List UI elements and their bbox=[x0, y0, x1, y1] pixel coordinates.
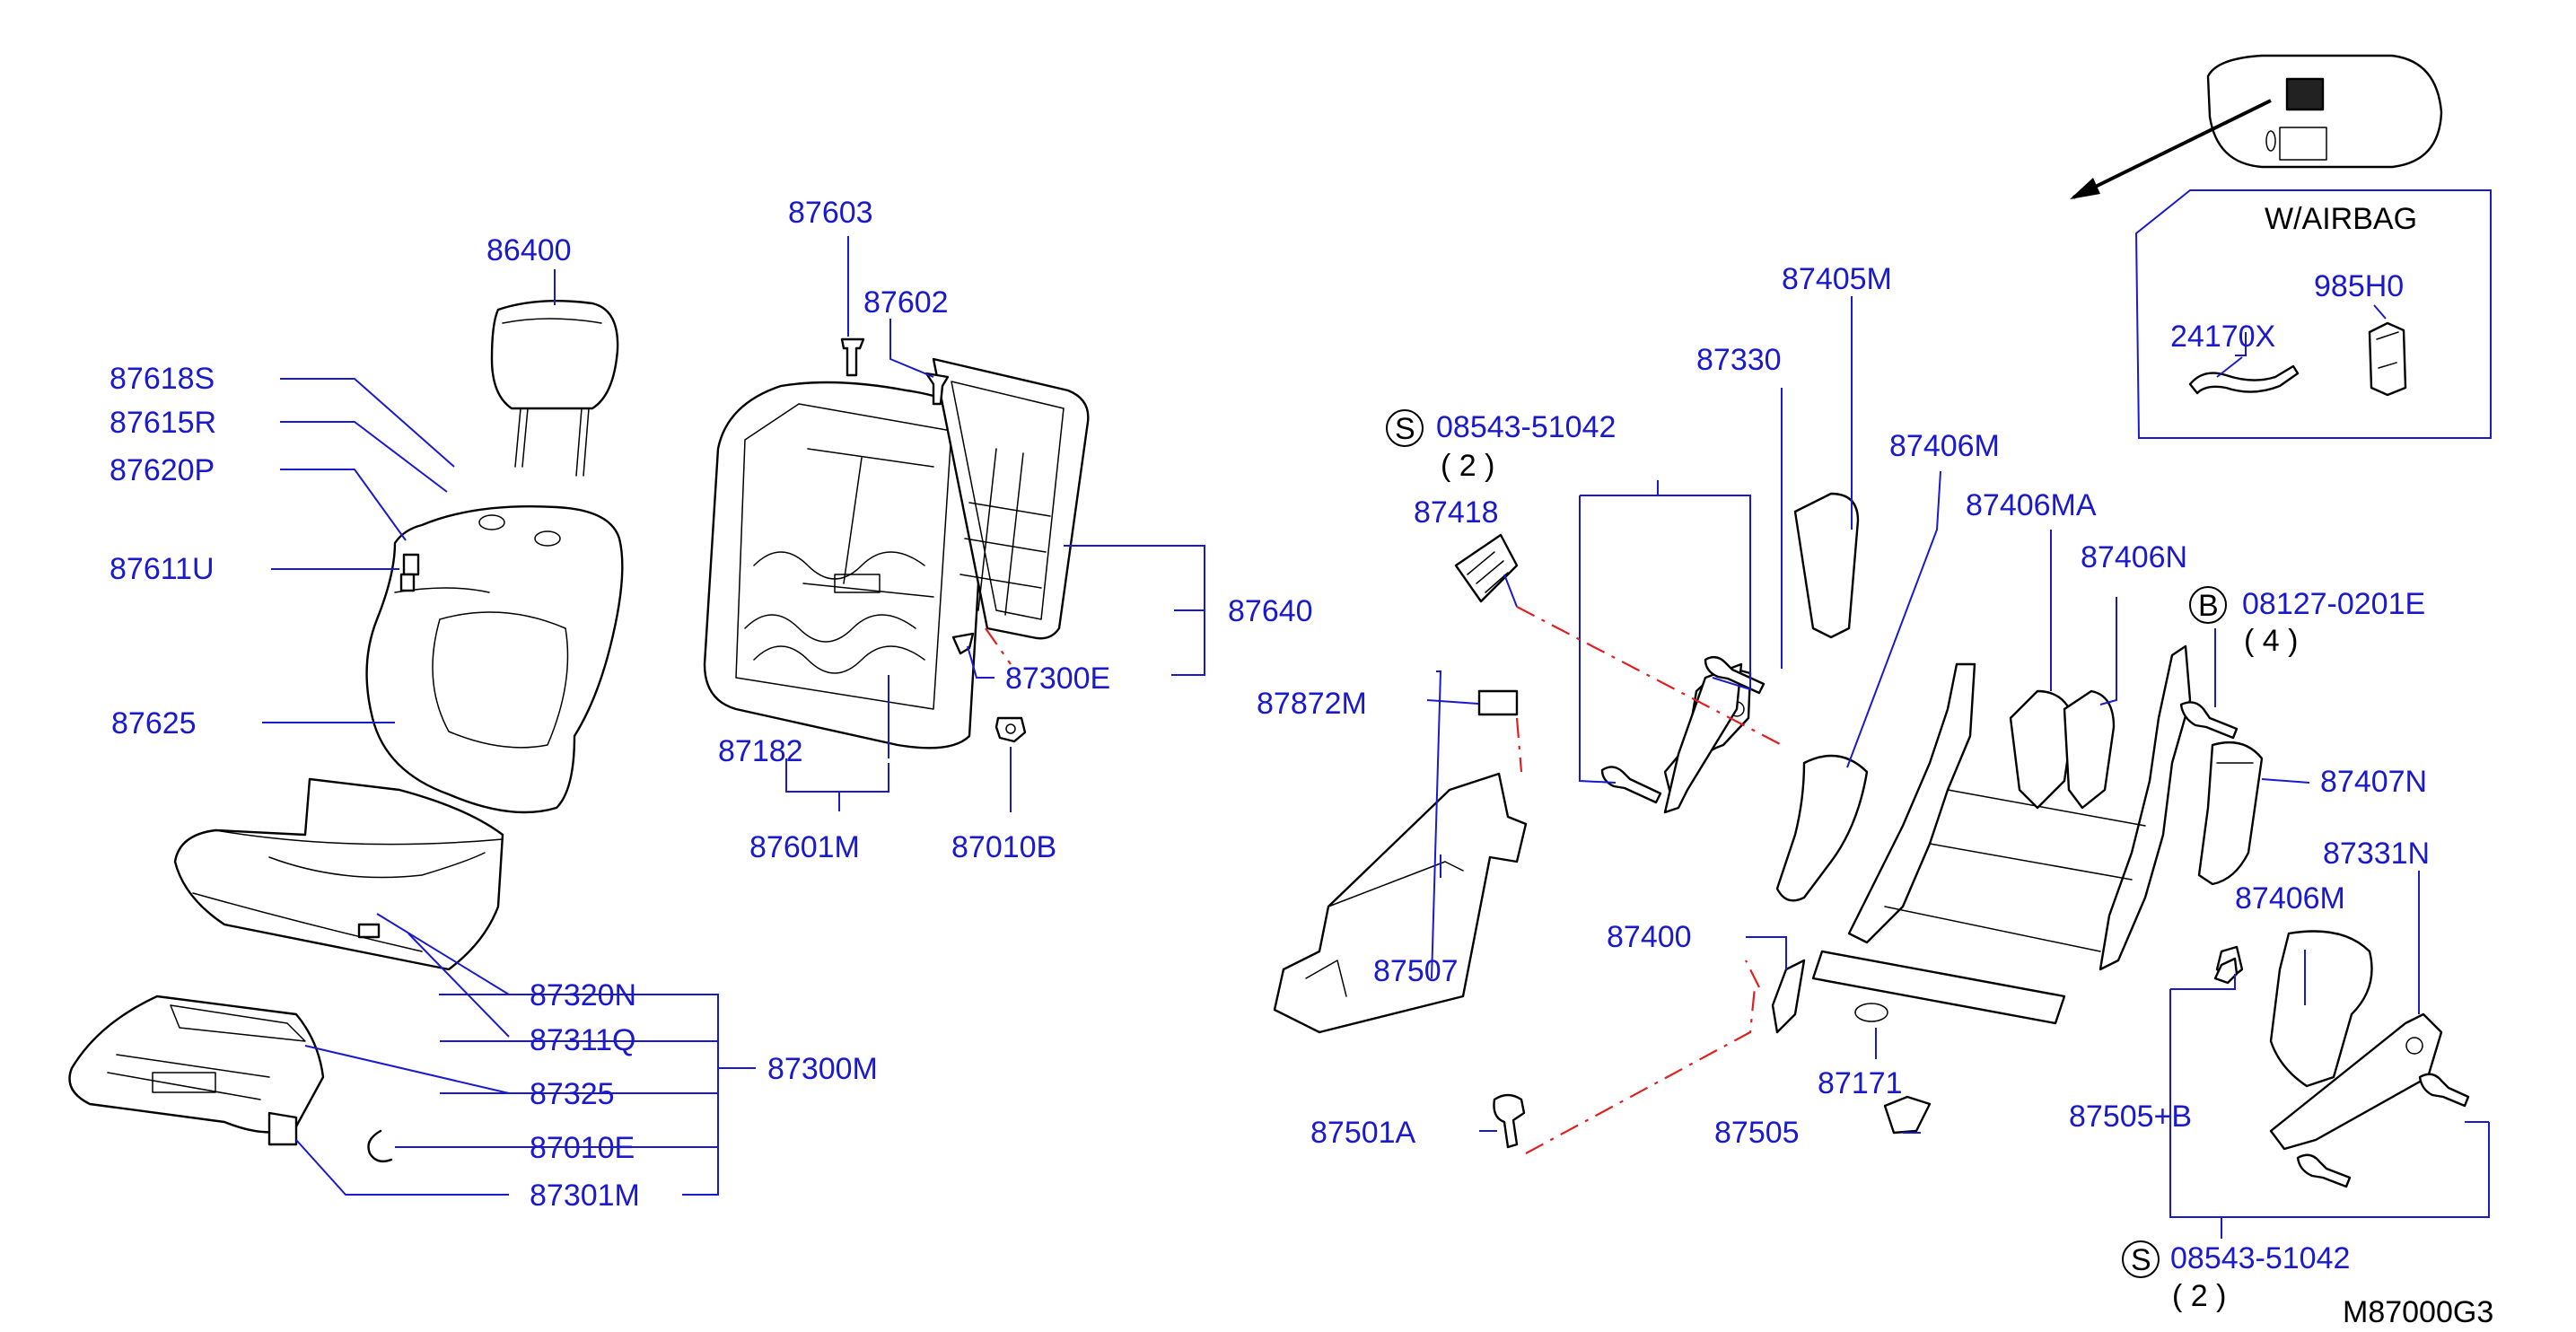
callout-87601m[interactable]: 87601M bbox=[749, 830, 860, 864]
seat-track-drawing bbox=[1771, 644, 2192, 1034]
qty-4: ( 4 ) bbox=[2244, 624, 2298, 658]
callout-87182[interactable]: 87182 bbox=[718, 734, 803, 768]
callout-labels: 86400 87618S 87615R 87620P 87611U 87625 … bbox=[110, 196, 2493, 1329]
right-recliner-drawing bbox=[2197, 741, 2443, 1151]
back-panel-drawing bbox=[932, 357, 1090, 640]
callout-87331n[interactable]: 87331N bbox=[2323, 837, 2430, 871]
callout-24170x[interactable]: 24170X bbox=[2170, 320, 2275, 354]
callout-87620p[interactable]: 87620P bbox=[110, 453, 215, 487]
callout-87171[interactable]: 87171 bbox=[1818, 1066, 1903, 1100]
callout-87505-b[interactable]: 87505+B bbox=[2069, 1100, 2192, 1134]
callout-87406n[interactable]: 87406N bbox=[2081, 540, 2187, 574]
symbol-s-top: S bbox=[1395, 412, 1415, 446]
callout-87611u[interactable]: 87611U bbox=[110, 552, 215, 586]
recliner-levers-drawing bbox=[1454, 492, 1869, 902]
callout-87406m-lower[interactable]: 87406M bbox=[2235, 881, 2345, 916]
callout-87615r[interactable]: 87615R bbox=[110, 406, 216, 440]
callout-87407n[interactable]: 87407N bbox=[2320, 765, 2427, 799]
callout-87602[interactable]: 87602 bbox=[863, 285, 949, 320]
callout-08543-51042-top[interactable]: 08543-51042 bbox=[1436, 410, 1616, 444]
side-cover-drawing bbox=[1273, 689, 1528, 1034]
leader-lines bbox=[262, 236, 2490, 1239]
callout-87406ma[interactable]: 87406MA bbox=[1966, 488, 2097, 522]
callout-87300e[interactable]: 87300E bbox=[1005, 662, 1110, 696]
callout-87501a[interactable]: 87501A bbox=[1310, 1116, 1416, 1150]
seat-pan-drawing bbox=[68, 995, 325, 1146]
airbag-box-title: W/AIRBAG bbox=[2265, 202, 2417, 236]
callout-87010b[interactable]: 87010B bbox=[951, 830, 1056, 864]
callout-87301m[interactable]: 87301M bbox=[530, 1179, 640, 1213]
seat-cushion-drawing bbox=[173, 777, 504, 971]
callout-87330[interactable]: 87330 bbox=[1696, 343, 1782, 377]
symbol-s-circle-top bbox=[1386, 409, 1424, 447]
callout-87400[interactable]: 87400 bbox=[1607, 920, 1692, 954]
callout-86400[interactable]: 86400 bbox=[486, 233, 572, 267]
clip-ring-drawing bbox=[367, 1129, 393, 1163]
callout-87507[interactable]: 87507 bbox=[1373, 954, 1459, 988]
headrest-drawing bbox=[490, 300, 619, 477]
callout-87010e[interactable]: 87010E bbox=[530, 1131, 635, 1165]
callout-87405m[interactable]: 87405M bbox=[1782, 262, 1892, 296]
callout-87625[interactable]: 87625 bbox=[111, 706, 197, 740]
callout-87603[interactable]: 87603 bbox=[788, 196, 873, 230]
seatback-frame-drawing bbox=[703, 381, 989, 749]
symbol-b: B bbox=[2198, 589, 2219, 623]
callout-87406m[interactable]: 87406M bbox=[1889, 429, 2000, 463]
seat-location-thumbnail bbox=[2070, 54, 2443, 199]
clips-drawing bbox=[840, 337, 1027, 743]
callout-08543-51042-bottom[interactable]: 08543-51042 bbox=[2170, 1241, 2350, 1275]
qty-2-top: ( 2 ) bbox=[1441, 449, 1494, 483]
callout-87640[interactable]: 87640 bbox=[1228, 594, 1313, 628]
callout-08127-0201e[interactable]: 08127-0201E bbox=[2242, 587, 2425, 621]
callout-87325[interactable]: 87325 bbox=[530, 1077, 615, 1111]
airbag-harness-drawing bbox=[2188, 321, 2407, 397]
callout-87300m[interactable]: 87300M bbox=[767, 1052, 878, 1086]
seatback-cushion-drawing bbox=[365, 504, 624, 814]
symbol-s-circle-bottom bbox=[2122, 1240, 2160, 1278]
diagram-code: M87000G3 bbox=[2343, 1295, 2493, 1329]
symbol-s-bottom: S bbox=[2131, 1243, 2151, 1277]
callout-87872m[interactable]: 87872M bbox=[1257, 687, 1367, 721]
symbol-b-circle bbox=[2189, 586, 2227, 624]
callout-87311q[interactable]: 87311Q bbox=[530, 1023, 635, 1057]
callout-87618s[interactable]: 87618S bbox=[110, 362, 215, 396]
callout-87320n[interactable]: 87320N bbox=[530, 978, 636, 1012]
red-assembly-lines bbox=[985, 606, 1783, 1154]
callout-87505[interactable]: 87505 bbox=[1714, 1116, 1800, 1150]
qty-2-bottom: ( 2 ) bbox=[2172, 1279, 2226, 1313]
callout-985h0[interactable]: 985H0 bbox=[2314, 269, 2404, 303]
bolts-drawing bbox=[1493, 655, 2470, 1188]
airbag-box bbox=[2134, 189, 2492, 439]
callout-87418[interactable]: 87418 bbox=[1414, 495, 1499, 530]
small-parts-drawing bbox=[1883, 957, 2239, 1135]
